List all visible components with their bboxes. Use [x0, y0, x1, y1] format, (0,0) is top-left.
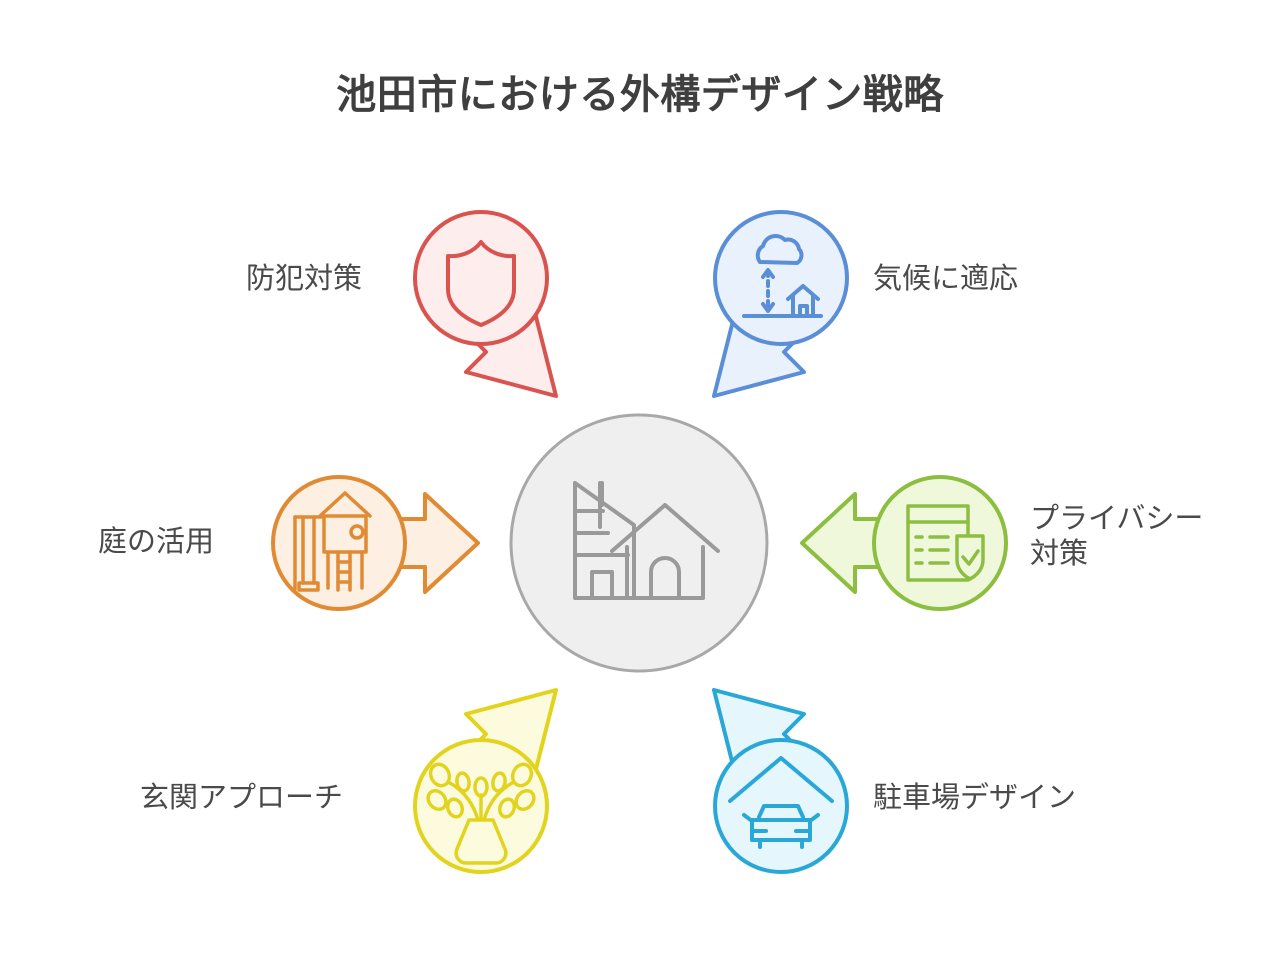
node-parking-design[interactable] [713, 738, 849, 874]
center-hub[interactable] [509, 413, 769, 673]
cloud-house-arrow-icon [742, 234, 823, 318]
node-privacy-measures[interactable] [872, 475, 1008, 611]
page-title: 池田市における外構デザイン戦略 [336, 73, 944, 117]
plant-vase-icon [426, 762, 536, 865]
node-label-garden-use: 庭の活用 [98, 526, 215, 558]
node-label-climate-adaptation: 気候に適応 [873, 263, 1019, 295]
document-shield-check-icon [906, 504, 985, 582]
node-crime-prevention[interactable] [413, 210, 549, 346]
node-garden-use[interactable] [271, 475, 407, 611]
node-label-privacy-measures: プライバシー 対策 [1030, 503, 1204, 571]
node-label-entrance-approach: 玄関アプローチ [140, 782, 344, 814]
node-label-parking-design: 駐車場デザイン [873, 782, 1077, 814]
shield-icon [446, 240, 516, 327]
playhouse-swing-icon [293, 491, 372, 592]
node-label-crime-prevention: 防犯対策 [246, 263, 363, 295]
buildings-house-icon [573, 481, 720, 600]
carport-car-icon [728, 756, 834, 849]
node-entrance-approach[interactable] [413, 738, 549, 874]
node-climate-adaptation[interactable] [713, 210, 849, 346]
